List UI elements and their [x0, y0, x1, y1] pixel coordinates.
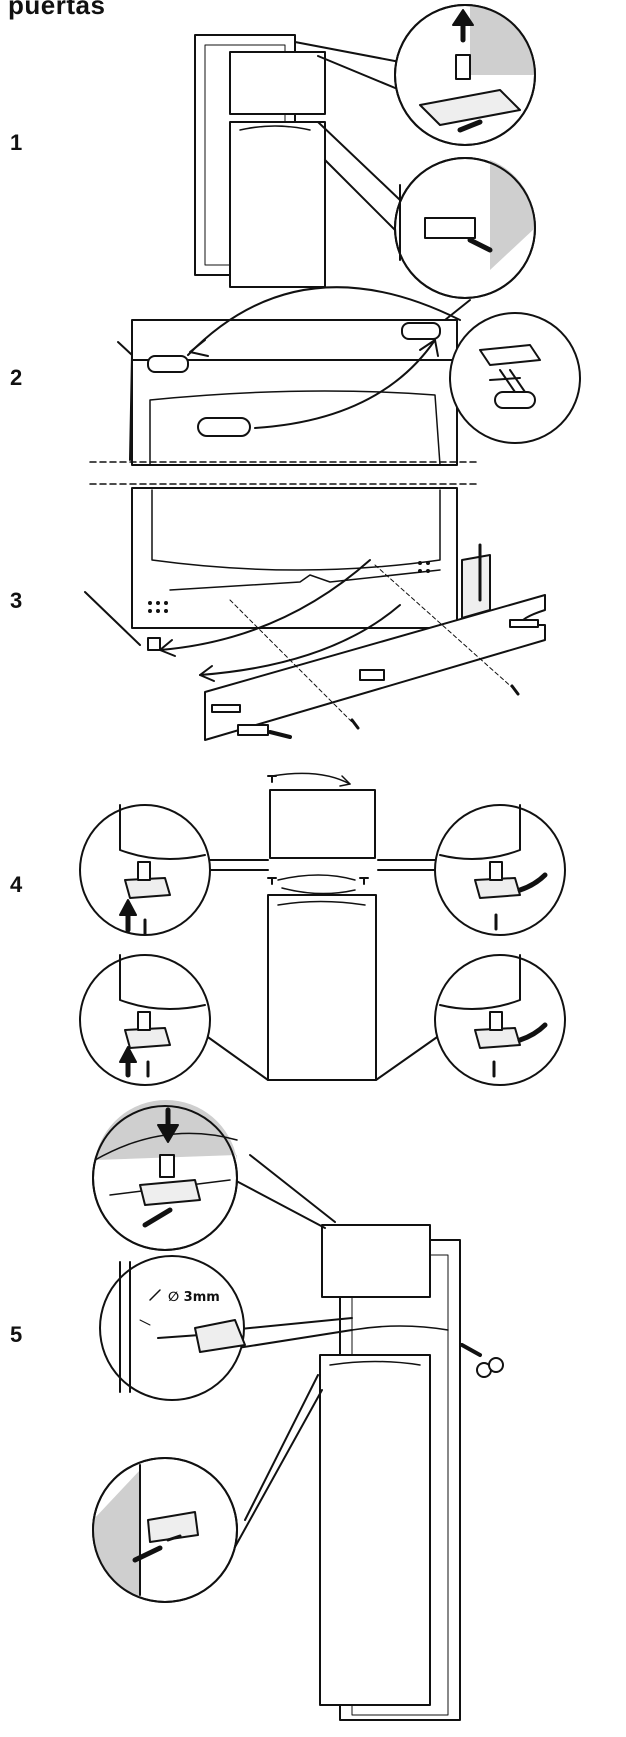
lower-hinge	[461, 554, 491, 619]
fridge-door-swap	[267, 894, 377, 1081]
step-number-3: 3	[10, 588, 23, 613]
freezer-door-swap	[269, 789, 376, 859]
step-number-5: 5	[10, 1322, 23, 1347]
freezer-door	[229, 51, 326, 115]
fridge-door-final	[319, 1354, 431, 1706]
magnifier-5-bottom	[92, 1457, 238, 1603]
step-3-figure	[84, 487, 546, 741]
page-title: puertas	[8, 0, 106, 20]
fridge-door	[229, 121, 326, 288]
handle-cover	[197, 417, 251, 437]
drill-size-label: ∅ 3mm	[168, 1290, 220, 1305]
magnifier-4-bottom-right	[434, 954, 566, 1086]
step-number-2: 2	[10, 365, 23, 390]
step-number-4: 4	[10, 872, 23, 897]
freezer-door-final	[321, 1224, 431, 1298]
handle-slot-right	[401, 322, 441, 340]
step-1-figure	[194, 4, 536, 299]
drill-icon	[194, 1319, 246, 1353]
magnifier-4-top-right	[434, 804, 566, 936]
handle-slot-left	[147, 355, 189, 373]
step-5-figure	[92, 1099, 504, 1721]
step-2-figure	[89, 286, 581, 485]
magnifier-5-top	[92, 1099, 238, 1251]
magnifier-4-bottom-left	[79, 954, 211, 1086]
step-number-1: 1	[10, 130, 23, 155]
step-4-figure	[79, 772, 566, 1086]
door-bottom-section	[131, 487, 458, 629]
magnifier-4-top-left	[79, 804, 211, 936]
magnifier-5-middle	[99, 1255, 246, 1401]
